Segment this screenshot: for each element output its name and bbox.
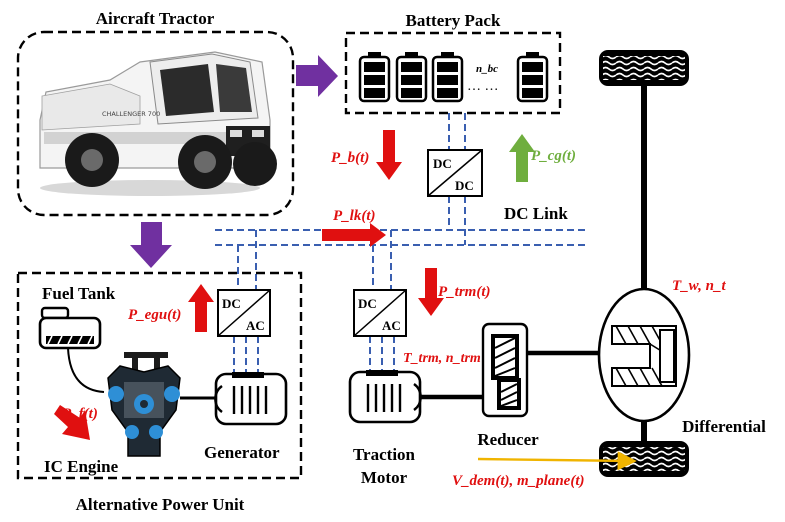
aircraft-tractor-label: Aircraft Tractor (96, 9, 215, 28)
upper-wheel-icon (599, 50, 689, 86)
alternative-power-unit-box (16, 271, 303, 480)
traction-label: Traction (353, 445, 416, 464)
battery-pack-box (344, 31, 562, 115)
dc-dc-converter: DC DC (427, 149, 483, 197)
p-lk-arrow (322, 223, 386, 247)
fuel-tank-label: Fuel Tank (42, 284, 116, 303)
traction-motor-icon (348, 370, 422, 424)
v-dem-label: V_dem(t), m_plane(t) (452, 473, 584, 489)
dc-link-wiring (215, 113, 585, 372)
flow-arrow-to-apu (130, 222, 172, 268)
generator-label: Generator (204, 443, 280, 462)
p-f-arrow (54, 405, 90, 440)
n-bc-label: n_bc (476, 63, 498, 75)
p-b-arrow (376, 130, 402, 180)
p-cg-arrow (509, 134, 535, 182)
reducer-icon (481, 322, 529, 418)
p-egu-arrow (188, 284, 214, 332)
battery-cell-icon (395, 52, 428, 103)
differential-label: Differential (682, 417, 766, 436)
tractor-illustration: CHALLENGER 700 (39, 51, 277, 196)
lower-wheel-icon (599, 441, 689, 477)
p-f-label: P_f(t) (62, 406, 98, 422)
flow-arrow-to-battery (296, 55, 338, 97)
svg-text:DC: DC (358, 296, 377, 311)
battery-cells: … … (358, 52, 549, 103)
aircraft-tractor-box (16, 30, 295, 217)
battery-cell-icon (431, 52, 464, 103)
fuel-tank-icon (38, 306, 105, 393)
svg-text:DC: DC (455, 178, 474, 193)
t-w-label: T_w, n_t (672, 278, 726, 294)
battery-cell-icon (516, 52, 549, 103)
alternative-power-unit-label: Alternative Power Unit (76, 495, 245, 514)
svg-text:DC: DC (222, 296, 241, 311)
differential-icon (597, 287, 691, 423)
p-cg-label: P_cg(t) (531, 148, 576, 164)
p-trm-arrow (418, 268, 444, 316)
svg-text:DC: DC (433, 156, 452, 171)
ic-engine-icon (107, 352, 181, 457)
tractor-brand-text: CHALLENGER 700 (102, 110, 160, 118)
p-egu-label: P_egu(t) (128, 307, 181, 323)
t-trm-label: T_trm, n_trm (403, 351, 481, 366)
battery-pack-label: Battery Pack (406, 11, 501, 30)
ellipsis-text: … … (467, 79, 499, 94)
p-lk-label: P_lk(t) (333, 208, 376, 224)
generator-icon (214, 372, 288, 426)
dc-link-label: DC Link (504, 204, 568, 223)
battery-cell-icon (358, 52, 391, 103)
ic-engine-label: IC Engine (44, 457, 119, 476)
svg-text:AC: AC (382, 318, 401, 333)
reducer-label: Reducer (477, 430, 539, 449)
dc-ac-converter-generator: DC AC (217, 289, 271, 337)
v-dem-arrow (477, 451, 637, 471)
dc-ac-converter-traction: DC AC (353, 289, 407, 337)
p-trm-label: P_trm(t) (438, 284, 491, 300)
svg-text:AC: AC (246, 318, 265, 333)
p-b-label: P_b(t) (331, 150, 369, 166)
motor-label: Motor (361, 468, 408, 487)
